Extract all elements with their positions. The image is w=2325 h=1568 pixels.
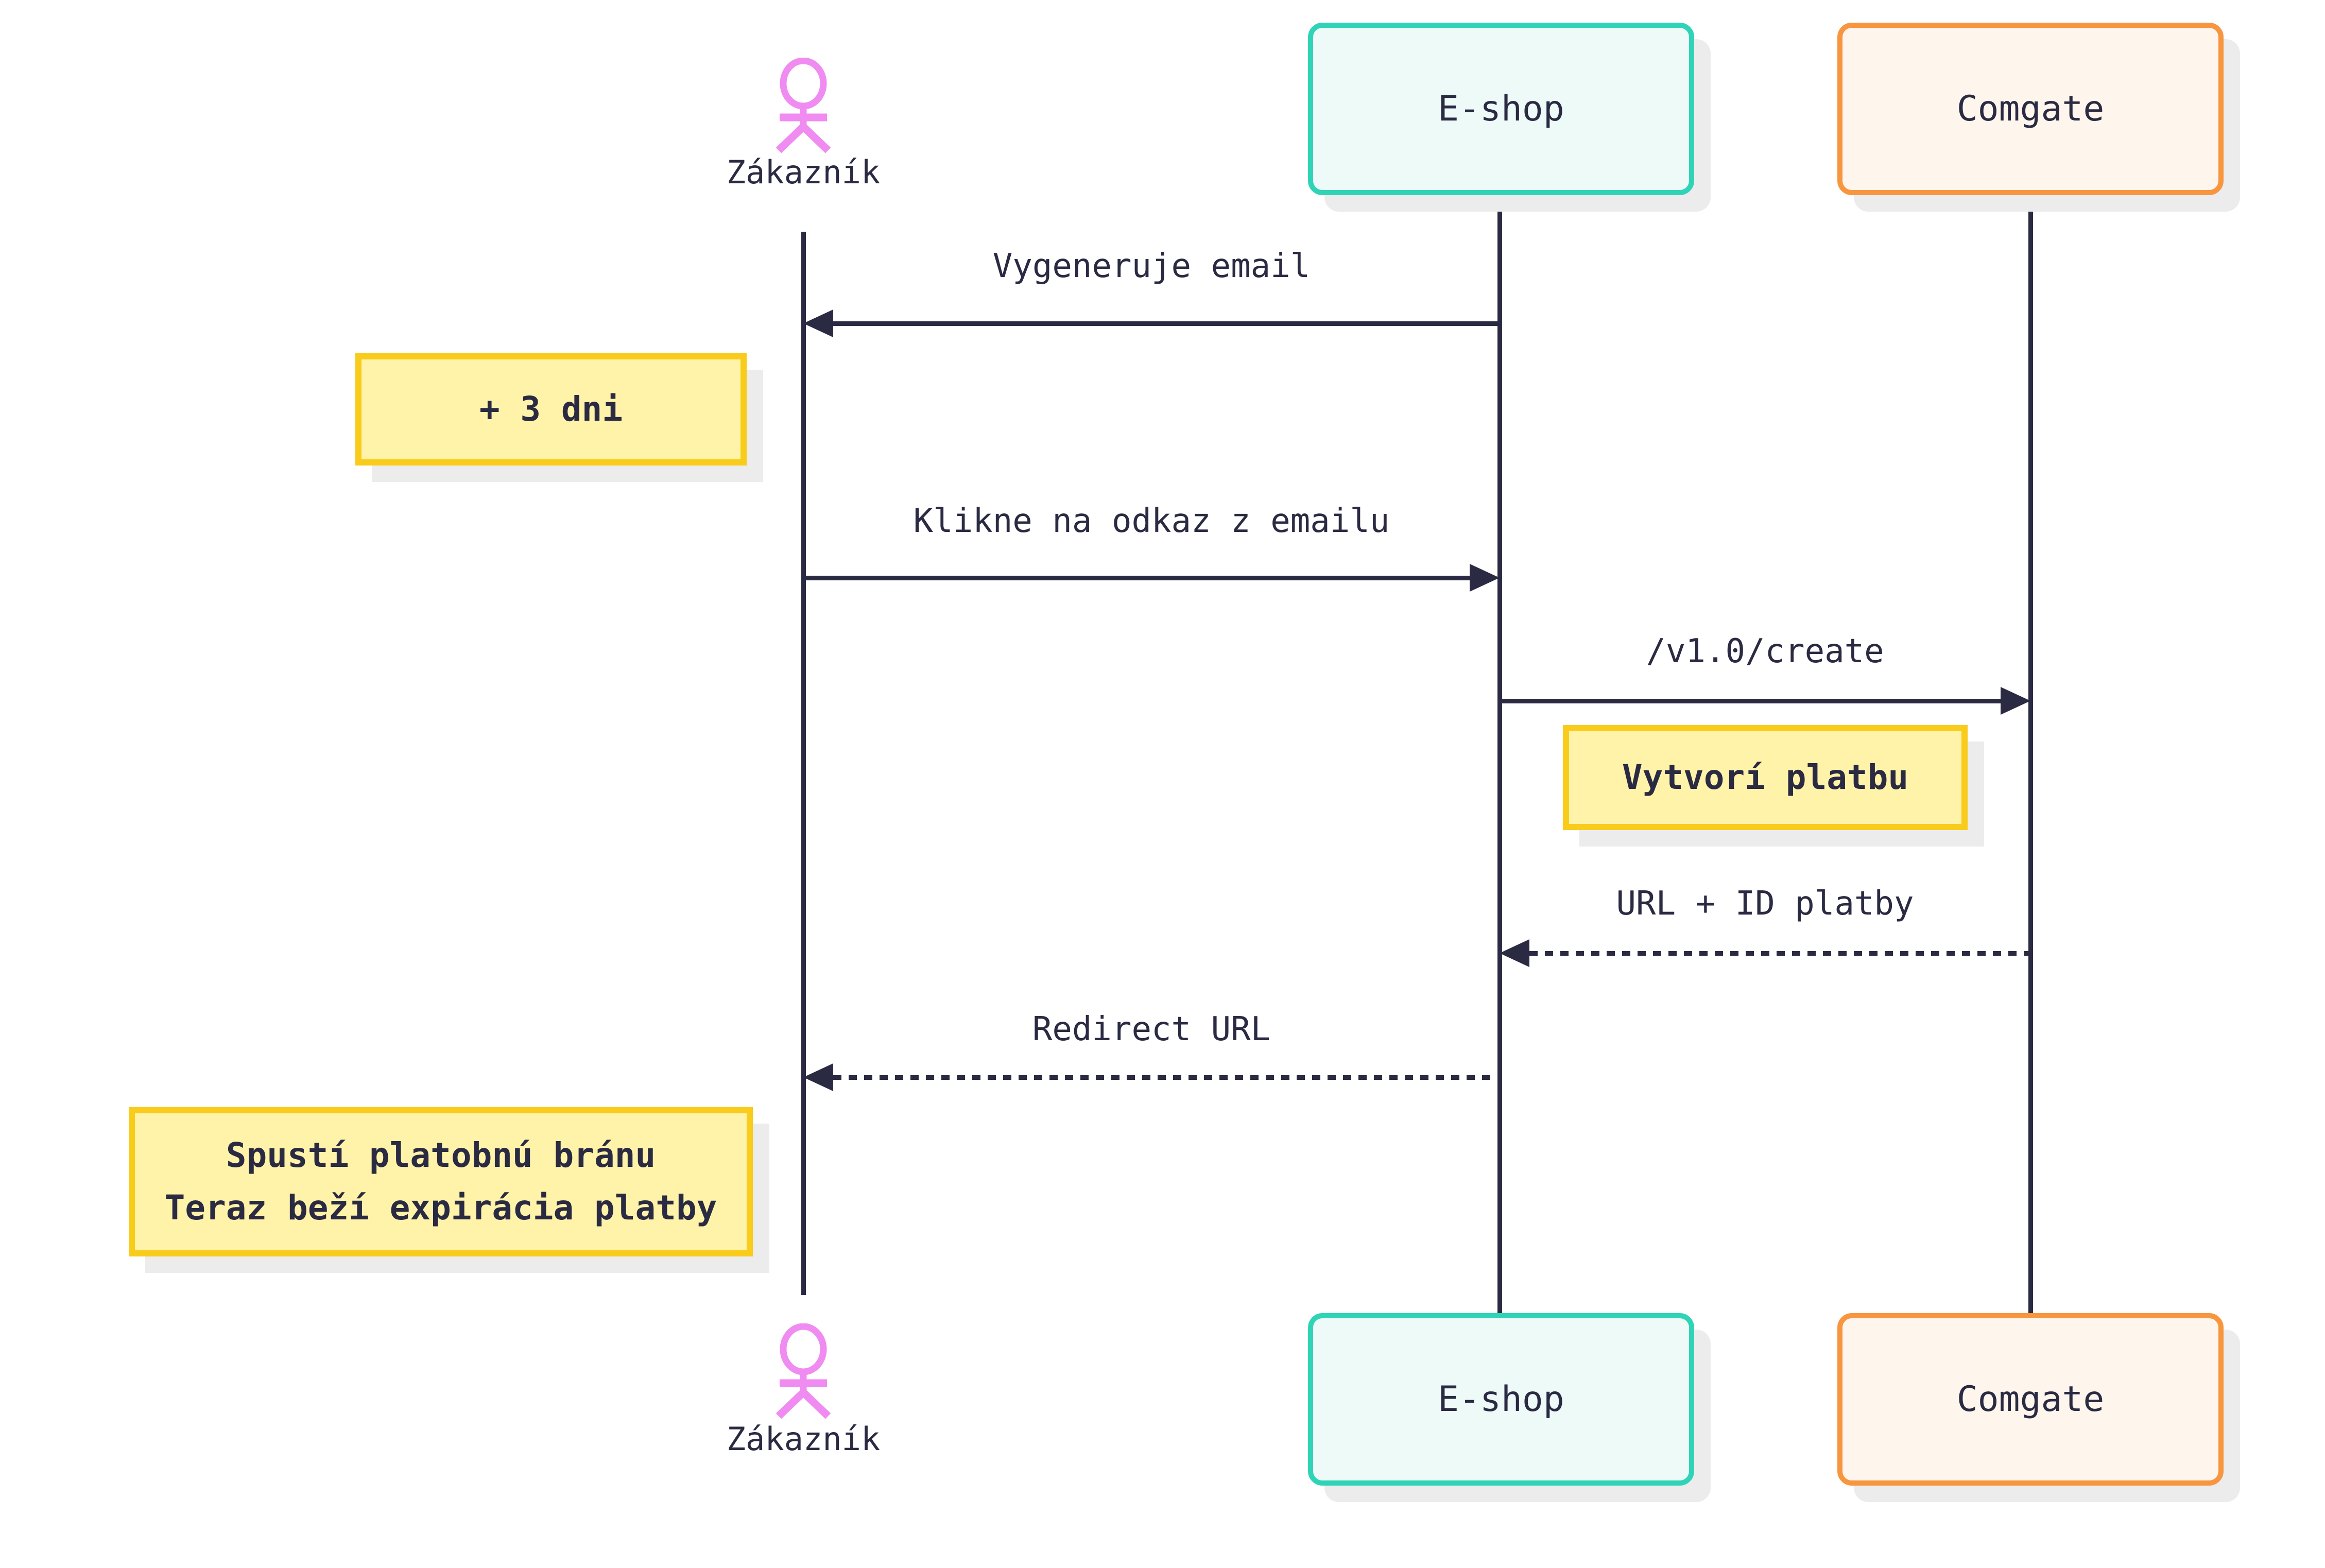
participant-eshop-bottom-label: E-shop (1438, 1379, 1564, 1420)
message-line-redirect-url (833, 1075, 1500, 1080)
note-plus-3-dni: + 3 dni (355, 353, 747, 466)
participant-comgate-top-label: Comgate (1956, 89, 2105, 129)
message-label-klikne-na-odkaz: Klikne na odkaz z emailu (913, 502, 1390, 540)
person-icon (776, 1323, 831, 1419)
note-plus-3-dni-text: + 3 dni (479, 389, 623, 429)
message-line-v1-create (1500, 699, 2001, 703)
note-spusti-platobnu-branu: Spustí platobnú bránu Teraz beží expirác… (129, 1107, 753, 1256)
message-label-redirect-url: Redirect URL (1032, 1010, 1271, 1048)
lifeline-eshop (1497, 196, 1502, 1313)
message-label-vygeneruje-email: Vygeneruje email (992, 247, 1311, 285)
message-label-v1-create: /v1.0/create (1646, 632, 1884, 670)
participant-eshop-top: E-shop (1308, 23, 1694, 195)
lifeline-comgate (2028, 196, 2033, 1313)
message-label-url-id-platby: URL + ID platby (1616, 885, 1914, 923)
note-spusti-line1: Spustí platobnú bránu (226, 1135, 656, 1175)
participant-eshop-top-label: E-shop (1438, 89, 1564, 129)
note-vytvori-platbu-text: Vytvorí platbu (1622, 757, 1909, 797)
actor-zakaznik-top-label: Zákazník (726, 153, 881, 191)
message-line-url-id-platby (1529, 951, 2030, 956)
message-line-vygeneruje-email (832, 321, 1500, 326)
note-spusti-line2: Teraz beží expirácia platby (164, 1188, 717, 1228)
arrowhead-left-icon (803, 1063, 833, 1091)
actor-zakaznik-bottom-label: Zákazník (726, 1420, 881, 1458)
participant-comgate-bottom: Comgate (1837, 1313, 2224, 1486)
person-icon (776, 58, 831, 153)
participant-comgate-bottom-label: Comgate (1956, 1379, 2105, 1420)
message-line-klikne-na-odkaz (803, 576, 1470, 580)
note-vytvori-platbu: Vytvorí platbu (1563, 725, 1968, 830)
arrowhead-right-icon (2001, 687, 2030, 715)
lifeline-zakaznik (801, 232, 806, 1295)
participant-eshop-bottom: E-shop (1308, 1313, 1694, 1486)
arrowhead-left-icon (803, 309, 833, 337)
arrowhead-right-icon (1470, 564, 1500, 592)
arrowhead-left-icon (1500, 939, 1529, 967)
participant-comgate-top: Comgate (1837, 23, 2224, 195)
